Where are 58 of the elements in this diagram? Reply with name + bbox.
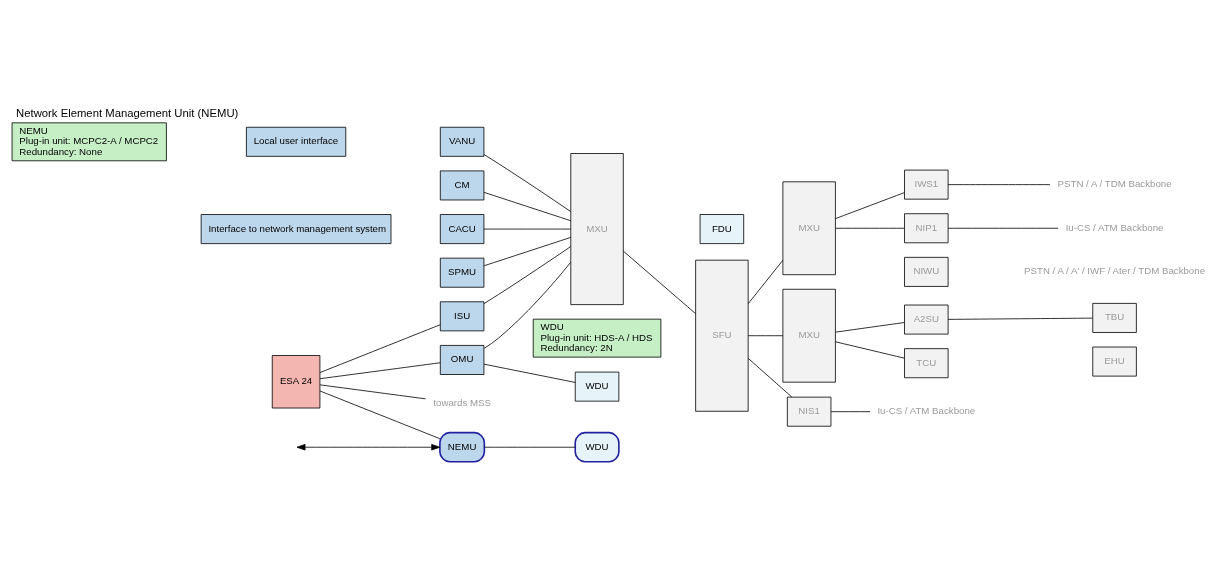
node-box: MXU	[782, 180, 836, 275]
connector	[835, 321, 905, 333]
connector	[319, 323, 441, 373]
node-box: A2SU	[904, 304, 949, 334]
connector	[483, 261, 572, 349]
node-text: Iu-CS / ATM Backbone	[1065, 221, 1164, 233]
node-box: WDU	[574, 431, 620, 463]
connector	[319, 361, 441, 379]
node-box: SFU	[695, 259, 749, 412]
node-box: MXU	[782, 288, 836, 383]
node-box: MXU	[570, 152, 624, 305]
node-box: NIP1	[904, 212, 949, 243]
connector	[623, 250, 696, 314]
node-text: Iu-CS / ATM Backbone	[877, 404, 976, 416]
node-box: WDU Plug-in unit: HDS-A / HDS Redundancy: 2N	[532, 318, 662, 358]
node-text: PSTN / A / TDM Backbone	[1057, 177, 1172, 189]
connector	[483, 191, 572, 221]
connector	[483, 236, 572, 266]
arrow	[296, 443, 441, 450]
connector	[483, 363, 576, 383]
node-box: NEMU	[439, 431, 486, 463]
connector	[483, 153, 572, 212]
node-box: NIWU	[904, 256, 949, 287]
connector	[483, 245, 572, 304]
connector	[835, 340, 905, 359]
connector	[483, 228, 572, 229]
node-box: VANU	[439, 126, 485, 157]
connector	[947, 183, 1051, 185]
connector	[747, 334, 784, 336]
node-box: TCU	[904, 347, 949, 378]
node-box: EHU	[1092, 346, 1137, 377]
connector	[830, 410, 871, 412]
connector	[835, 191, 905, 219]
connector	[947, 227, 1059, 229]
connector	[747, 259, 784, 304]
node-box: NEMU Plug-in unit: MCPC2-A / MCPC2 Redundancy: None	[11, 121, 167, 161]
node-box: NIS1	[786, 396, 832, 427]
connector	[319, 390, 441, 439]
node-box: TBU	[1092, 302, 1137, 333]
node-box: ISU	[439, 300, 485, 331]
diagram-title: Network Element Management Unit (NEMU)	[16, 106, 239, 119]
connector	[747, 357, 793, 397]
node-box: CM	[439, 170, 485, 200]
node-box: CACU	[439, 213, 485, 244]
node-box: FDU	[699, 213, 745, 244]
node-box: Interface to network management system	[200, 213, 392, 244]
connector	[835, 227, 905, 229]
connector	[483, 446, 576, 448]
node-text: PSTN / A / A' / IWF / Ater / TDM Backbone	[1024, 264, 1206, 276]
connector	[319, 383, 426, 399]
node-box: ESA 24	[271, 354, 321, 408]
connector	[947, 317, 1093, 320]
node-box: Local user interface	[245, 126, 347, 157]
node-box: OMU	[439, 344, 485, 375]
node-box: IWS1	[904, 169, 949, 200]
node-text: towards MSS	[433, 396, 491, 408]
node-box: SPMU	[439, 257, 485, 288]
node-box: WDU	[574, 371, 620, 402]
